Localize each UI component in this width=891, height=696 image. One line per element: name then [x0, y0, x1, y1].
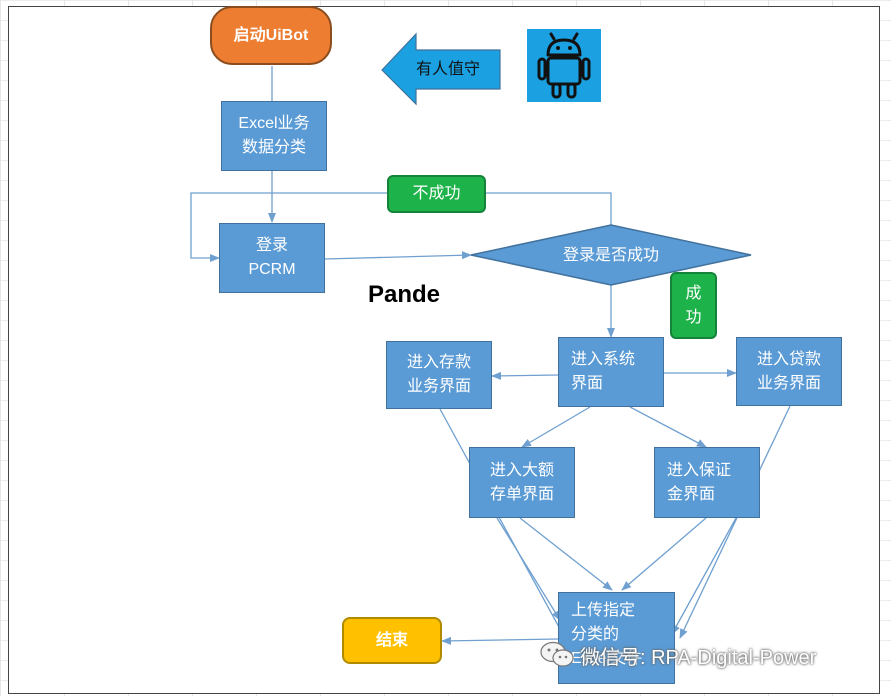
deposit-node: 进入存款 业务界面 [386, 341, 492, 409]
success-label-box: 成 功 [670, 272, 717, 339]
upload-node: 上传指定 分类的 Excel文件 [558, 592, 675, 684]
connector-deposit-upload [439, 408, 567, 641]
large-deposit-label: 进入大额 存单界面 [489, 461, 554, 503]
end-label: 结束 [375, 631, 408, 649]
wechat-icon [540, 641, 574, 667]
guarantee-node: 进入保证 金界面 [654, 447, 760, 518]
connector-system-deposit [491, 371, 559, 380]
connector-guarantee-upload-2 [671, 517, 737, 635]
large-deposit-node: 进入大额 存单界面 [469, 447, 575, 518]
fail-label-box: 不成功 [387, 175, 486, 213]
start-label: 启动UiBot [233, 26, 309, 44]
attended-arrow-shape [381, 32, 501, 106]
watermark-text: 微信号: RPA-Digital-Power [580, 646, 817, 669]
loan-label: 进入贷款 业务界面 [756, 350, 821, 392]
end-node: 结束 [342, 617, 442, 664]
start-node: 启动UiBot [210, 6, 332, 65]
loan-node: 进入贷款 业务界面 [736, 337, 842, 406]
success-label: 成 功 [685, 284, 702, 326]
login-check-label: 登录是否成功 [562, 247, 659, 264]
connector-large-deposit-upload-2 [519, 517, 613, 591]
connector-loan-upload [679, 405, 791, 639]
connector-system-large-deposit [521, 406, 591, 448]
login-label: 登录 PCRM [248, 237, 296, 278]
connector-retry-loop [190, 192, 612, 262]
attended-label: 有人值守 [415, 60, 480, 78]
connector-system-guarantee [629, 406, 707, 448]
connector-login-check [324, 251, 472, 260]
attended-label-box: 有人值守 [400, 50, 496, 89]
decision-diamond [470, 224, 752, 286]
login-node: 登录 PCRM [219, 223, 325, 293]
guarantee-label: 进入保证 金界面 [667, 461, 732, 503]
login-check-node: 登录是否成功 [521, 243, 701, 269]
android-icon [527, 29, 601, 102]
connector-upload-end [441, 636, 559, 645]
connector-guarantee-upload [621, 517, 707, 591]
enter-system-node: 进入系统 界面 [558, 337, 664, 407]
excel-classify-label: Excel业务 数据分类 [238, 115, 310, 156]
wechat-watermark: 微信号: RPA-Digital-Power [540, 640, 816, 670]
deposit-label: 进入存款 业务界面 [406, 354, 471, 395]
pande-overlay-text: Pande [368, 281, 441, 308]
upload-label: 上传指定 分类的 Excel文件 [571, 602, 643, 667]
excel-classify-node: Excel业务 数据分类 [221, 101, 327, 171]
fail-label: 不成功 [412, 185, 461, 202]
connector-large-deposit-upload-1 [496, 517, 561, 621]
enter-system-label: 进入系统 界面 [571, 351, 636, 392]
